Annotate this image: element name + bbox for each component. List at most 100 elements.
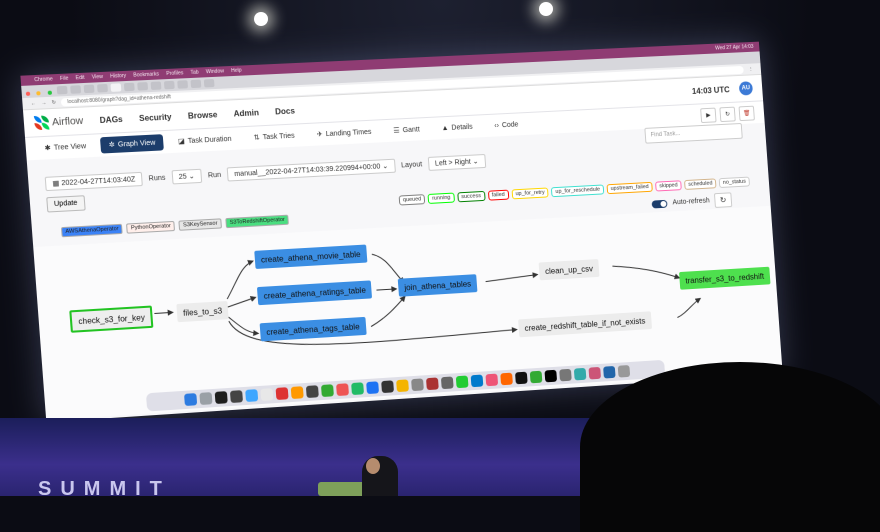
dock-app-icon[interactable]	[305, 385, 319, 399]
browser-tab[interactable]	[137, 82, 148, 91]
edge	[229, 315, 259, 335]
dock-app-icon[interactable]	[484, 373, 498, 387]
browser-tab[interactable]	[203, 78, 215, 88]
dock-app-icon[interactable]	[602, 365, 616, 379]
dock-app-icon[interactable]	[198, 392, 212, 406]
airflow-logo[interactable]: Airflow	[33, 114, 84, 131]
browser-tab[interactable]	[96, 83, 108, 93]
browser-tab[interactable]	[56, 85, 68, 95]
state-success[interactable]: success	[456, 190, 486, 203]
runs-select[interactable]: 25 ⌄	[171, 168, 203, 185]
dock-app-icon[interactable]	[380, 380, 394, 394]
airflow-pinwheel-icon	[33, 115, 50, 131]
reload-icon[interactable]: ↻	[51, 99, 57, 106]
tab-landing-times[interactable]: ✈Landing Times	[308, 123, 380, 143]
delete-dag-button[interactable]: 🗑	[738, 105, 755, 121]
menubar-item[interactable]: Help	[230, 67, 242, 75]
operator-s3toredshiftoperator: S3ToRedshiftOperator	[225, 214, 290, 229]
menubar-item[interactable]: Bookmarks	[133, 71, 160, 79]
layout-select[interactable]: Left > Right ⌄	[427, 154, 486, 171]
nav-admin[interactable]: Admin	[233, 107, 260, 118]
dock-app-icon[interactable]	[229, 390, 243, 404]
dock-app-icon[interactable]	[410, 378, 424, 392]
minimize-window-icon[interactable]	[36, 91, 42, 96]
dock-app-icon[interactable]	[587, 366, 601, 380]
tab-graph-view[interactable]: ✲Graph View	[99, 134, 165, 154]
window-controls[interactable]	[25, 81, 54, 101]
nav-security[interactable]: Security	[138, 111, 172, 123]
dock-app-icon[interactable]	[425, 377, 439, 391]
back-icon[interactable]: ←	[30, 100, 37, 107]
dock-app-icon[interactable]	[455, 375, 469, 389]
browser-tab[interactable]	[70, 85, 82, 94]
task-files-to-s3[interactable]: files_to_s3	[176, 300, 229, 323]
browser-tab-active[interactable]	[110, 83, 122, 92]
tab-tree-view[interactable]: ✱Tree View	[36, 138, 95, 157]
dock-app-icon[interactable]	[395, 379, 409, 393]
trigger-dag-button[interactable]: ▶	[700, 107, 717, 123]
browser-tab[interactable]	[83, 84, 95, 94]
dock-app-icon[interactable]	[558, 368, 572, 382]
dock-app-icon[interactable]	[320, 384, 334, 398]
update-button[interactable]: Update	[46, 195, 86, 213]
state-scheduled[interactable]: scheduled	[684, 178, 717, 190]
dock-app-icon[interactable]	[529, 370, 542, 384]
dock-app-icon[interactable]	[275, 387, 289, 401]
dock-app-icon[interactable]	[183, 393, 197, 407]
browser-tab[interactable]	[163, 80, 175, 90]
menubar-item[interactable]: History	[109, 72, 127, 80]
dock-app-icon[interactable]	[573, 367, 586, 381]
state-queued[interactable]: queued	[398, 194, 426, 206]
dock-app-icon[interactable]	[514, 371, 528, 385]
menubar-item[interactable]: Tab	[190, 69, 199, 76]
dock-app-icon[interactable]	[470, 374, 483, 388]
browser-tab[interactable]	[177, 80, 188, 89]
dock-app-icon[interactable]	[499, 372, 513, 386]
dock-app-icon[interactable]	[617, 365, 630, 378]
state-no-status[interactable]: no_status	[718, 176, 751, 189]
browser-tab[interactable]	[123, 82, 135, 92]
close-window-icon[interactable]	[25, 91, 31, 96]
base-date-field[interactable]: ▦ 2022-04-27T14:03:40Z	[44, 171, 144, 192]
refresh-dag-button[interactable]: ↻	[719, 106, 736, 122]
menubar-item[interactable]: View	[91, 73, 104, 81]
refresh-icon[interactable]: ↻	[713, 192, 733, 208]
state-running[interactable]: running	[427, 192, 455, 204]
state-failed[interactable]: failed	[487, 189, 510, 201]
task-clean-up-csv[interactable]: clean_up_csv	[538, 259, 600, 281]
nav-dags[interactable]: DAGs	[99, 114, 123, 125]
tab-gantt[interactable]: ☰Gantt	[385, 121, 428, 139]
dock-app-icon[interactable]	[214, 391, 228, 405]
forward-icon[interactable]: →	[41, 99, 47, 106]
extensions-icon[interactable]: ⋮	[748, 65, 754, 73]
menubar-item[interactable]: File	[59, 75, 69, 83]
run-select[interactable]: manual__2022-04-27T14:03:39.220994+00:00…	[226, 158, 396, 182]
dock-app-icon[interactable]	[335, 383, 349, 397]
state-up-for-retry[interactable]: up_for_retry	[511, 187, 550, 200]
run-value: manual__2022-04-27T14:03:39.220994+00:00	[234, 163, 381, 179]
nav-docs[interactable]: Docs	[274, 105, 296, 116]
tab-details[interactable]: ▲Details	[433, 119, 481, 136]
state-skipped[interactable]: skipped	[655, 180, 682, 192]
user-avatar[interactable]: AU	[738, 81, 754, 96]
brand-name: Airflow	[51, 115, 84, 128]
maximize-window-icon[interactable]	[47, 90, 52, 95]
browser-tab[interactable]	[190, 79, 202, 89]
auto-refresh-toggle[interactable]	[651, 199, 669, 208]
dock-app-icon[interactable]	[259, 388, 273, 402]
tab-code[interactable]: ‹›Code	[486, 117, 527, 134]
dock-app-icon[interactable]	[290, 386, 304, 400]
dock-app-icon[interactable]	[244, 389, 258, 403]
menubar-item[interactable]: Edit	[75, 74, 85, 82]
tab-task-duration[interactable]: ◪Task Duration	[169, 130, 240, 150]
browser-tab[interactable]	[150, 81, 162, 91]
nav-browse[interactable]: Browse	[187, 109, 218, 121]
tab-task-tries[interactable]: ⇅Task Tries	[245, 127, 303, 146]
dock-app-icon[interactable]	[365, 381, 379, 395]
dock-app-icon[interactable]	[440, 376, 454, 390]
dock-app-icon[interactable]	[350, 382, 364, 396]
utc-clock[interactable]: 14:03 UTC	[691, 84, 730, 96]
dock-app-icon[interactable]	[543, 369, 557, 383]
menubar-item[interactable]: Window	[205, 68, 225, 76]
menubar-item[interactable]: Profiles	[166, 70, 184, 78]
